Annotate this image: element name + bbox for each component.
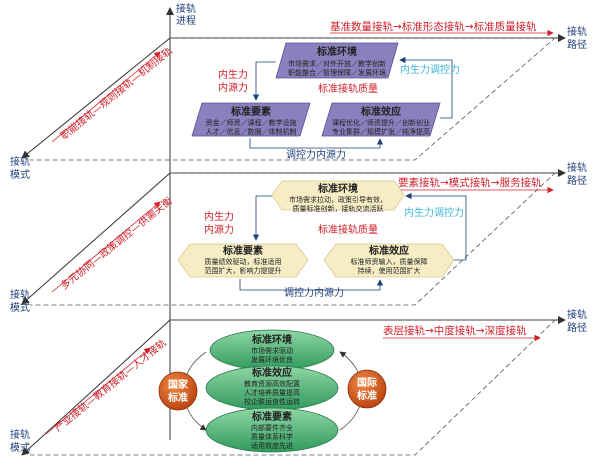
mode-axis-label-1: 接轨 (10, 155, 30, 168)
layer-1-element-title: 标准要素 (230, 105, 271, 118)
mode-axis-3 (21, 319, 171, 456)
mode-axis-1 (21, 37, 171, 159)
layer-2-environment-line2: 质量标准创新，接轨交流活跃 (293, 204, 384, 213)
international-standard-label-1: 国际 (357, 377, 377, 389)
layer-2: 要素接轨→模式接轨→服务接轨 多元协同—政策调控—供需关衡 标准环境 市场需求拉… (51, 176, 554, 299)
layer-1-control-force: 内生力调控力 (400, 63, 460, 76)
layer-3-environment-line2: 发展环境优良 (251, 355, 293, 364)
layer-1-element-line1: 资金／师资／课程／教学设施 (206, 118, 297, 127)
layer-2-connector-left (252, 195, 272, 241)
mode-axis-label-2b: 模式 (10, 301, 30, 314)
layer-3-mode-text: 产业接轨—教育接轨—人才接轨 (52, 336, 169, 434)
layer-1-effect-line1: 课程优化／师资提升／创新创业 (332, 118, 430, 127)
layer-2-inner-force-2: 内源力 (204, 223, 234, 236)
layer-1-environment-box (275, 42, 399, 79)
layer-1-mode-text: 职能接轨—规则接轨—机制接轨 (58, 44, 175, 142)
layer-1-environment-line2: 职能整合／管理保障／发展环境 (288, 68, 386, 77)
axis-group: 接轨 进程 接轨 路径 接轨 路径 接轨 路径 接轨 模式 接轨 模式 接轨 模… (10, 2, 587, 456)
layer-3-effect-line3: 校企联运良性运转 (244, 397, 300, 406)
mode-axis-label-2: 接轨 (10, 288, 30, 301)
layer-2-environment-line1: 市场需求拉动，政策引导有效， (289, 195, 387, 204)
layer-2-element-box (177, 243, 309, 278)
mode-axis-label-3: 接轨 (10, 428, 30, 441)
layer-2-path-text: 要素接轨→模式接轨→服务接轨 (398, 176, 542, 189)
layer-2-mode-text: 多元协同—政策调控—供需关衡 (58, 194, 175, 292)
layer-3-path-text: 表层接轨→中度接轨→深度接轨 (383, 324, 527, 337)
layer-2-connector-right (405, 192, 467, 261)
layer-1-connector-bottom (249, 138, 384, 149)
layer-3-element-ellipse (205, 407, 339, 453)
national-standard-label-1: 国家 (168, 378, 189, 391)
international-standard-label-2: 标准 (356, 389, 377, 402)
layer-plane-2 (30, 172, 557, 306)
layer-3-effect-title: 标准效应 (251, 366, 292, 379)
layer-2-inner-force-1: 内生力 (204, 210, 234, 223)
layer-1-element-line2: 人才／信息／数据／体制机制 (206, 127, 297, 136)
layer-1-effect-box (321, 102, 441, 137)
layer-1-quality: 标准接轨质量 (318, 82, 378, 95)
x-axis-label-1b: 路径 (567, 38, 587, 51)
layer-2-element-line2: 范围扩大，影响力提提升 (205, 266, 282, 275)
x-axis-label-2: 接轨 (567, 161, 587, 174)
international-standard-circle (347, 369, 387, 409)
layer-plane-3 (30, 319, 556, 456)
layer-3-element-title: 标准要素 (251, 410, 292, 423)
layer-1-connector-right (399, 56, 453, 119)
layer-2-quality: 标准接轨质量 (318, 223, 378, 236)
layer-plane-1 (30, 37, 557, 161)
layer-1-path-text: 基准数量接轨→标准形态接轨→标准质量接轨 (330, 20, 537, 33)
mode-axis-label-1b: 模式 (10, 168, 30, 181)
layer-3-environment-line1: 市场需求驱动 (251, 346, 293, 355)
layer-3-element-line1: 内部要件齐全 (251, 423, 293, 432)
layer-1-inner-force-2: 内源力 (218, 81, 248, 94)
layer-2-bottom-force: 调控力内源力 (284, 286, 344, 299)
layer-1-element-box (191, 102, 311, 137)
layer-1-effect-line2: 专业集群／规模扩张／纯净提高 (332, 127, 430, 136)
layer-2-effect-line1: 标准师资输入，质量保障 (351, 257, 428, 266)
mode-axis-2 (21, 172, 171, 305)
layer-2-effect-title: 标准效应 (368, 244, 409, 257)
layer-1-mode-arrow (51, 51, 161, 143)
layer-2-element-line1: 质量绩效驱动，标准适用 (205, 257, 282, 266)
layer-2-environment-box (271, 180, 405, 211)
x-axis-label-3b: 路径 (567, 321, 587, 334)
layer-1-bottom-force: 调控力内源力 (286, 148, 346, 161)
x-axis-label-2b: 路径 (567, 174, 587, 187)
x-axis-label-3: 接轨 (567, 308, 587, 321)
layer-3-mode-arrow (45, 347, 151, 435)
layer-2-mode-arrow (51, 201, 161, 293)
layer-1-effect-title: 标准效应 (360, 105, 401, 118)
layer-1-inner-force-1: 内生力 (218, 68, 248, 81)
layer-1-environment-title: 标准环境 (316, 45, 357, 58)
layer-3: 表层接轨→中度接轨→深度接轨 产业接轨—教育接轨—人才接轨 标准环境 市场需求驱… (45, 324, 541, 453)
layer-3-effect-line2: 人才培养质量提高 (244, 388, 300, 397)
layer-2-element-title: 标准要素 (222, 244, 263, 257)
layer-2-connector-bottom (239, 279, 384, 291)
layer-1-connector-left (252, 61, 276, 101)
national-standard-label-2: 标准 (167, 391, 188, 404)
layer-3-effect-line1: 教育资源高效配置 (244, 379, 300, 388)
layer-3-element-line2: 质量体系科学 (251, 432, 293, 441)
layer-1-environment-line1: 市场需求／对外开放／教学创新 (288, 59, 386, 68)
layer-3-environment-title: 标准环境 (251, 333, 292, 346)
layer-2-control-force: 内生力调控力 (404, 206, 464, 219)
layer-3-element-line3: 适用效度先进 (251, 441, 293, 450)
layer-2-environment-title: 标准环境 (317, 182, 358, 195)
y-axis-label: 接轨 (176, 2, 196, 15)
layer-2-effect-line2: 持续，使用范围扩大 (358, 266, 421, 275)
x-axis-label-1: 接轨 (567, 25, 587, 38)
y-axis-label-2: 进程 (176, 15, 196, 27)
mode-axis-label-3b: 模式 (10, 441, 30, 454)
layer-1: 基准数量接轨→标准形态接轨→标准质量接轨 职能接轨—规则接轨—机制接轨 标准环境… (51, 20, 554, 161)
national-standard-circle (158, 371, 198, 411)
